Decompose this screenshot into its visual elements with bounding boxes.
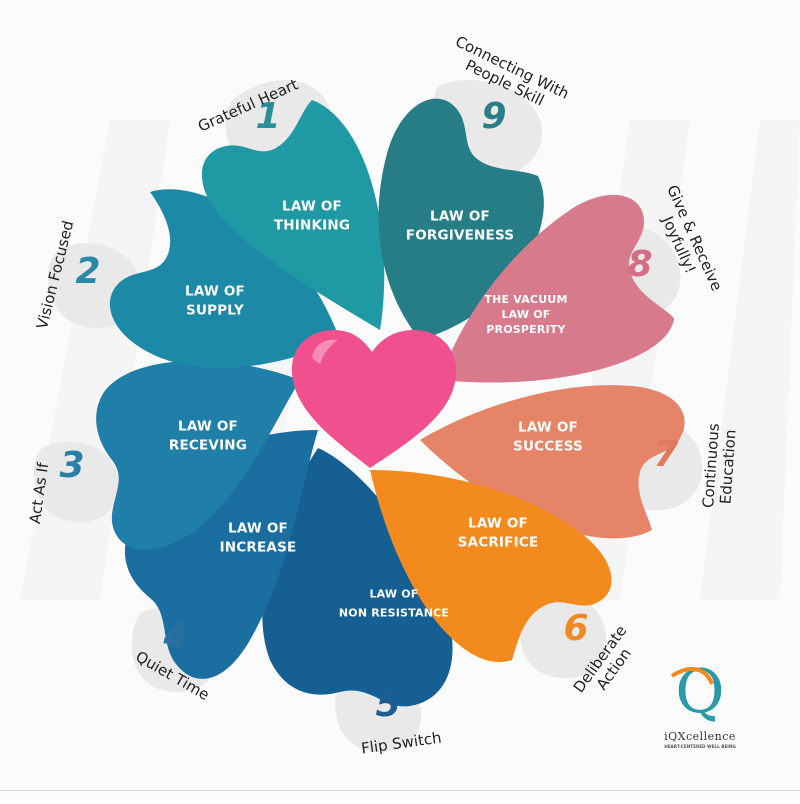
law-line: FORGIVENESS (406, 228, 514, 244)
law-text-3: LAW OF RECEVING (169, 419, 247, 454)
petal-law-non-resistance (262, 448, 453, 707)
law-line: PROSPERITY (486, 323, 566, 336)
iqxcellence-logo: Q iQXcellence HEART-CENTERED WELL BEING (664, 657, 736, 749)
law-line: SACRIFICE (458, 535, 539, 551)
law-texts: LAW OF THINKING LAW OF SUPPLY LAW OF RECEVING… (169, 199, 583, 620)
bottom-divider (0, 790, 800, 791)
logo-swoosh-icon (670, 667, 714, 685)
logo-q-icon: Q (675, 657, 724, 727)
law-text-1: LAW OF THINKING (274, 199, 350, 234)
petal-law-prosperity (440, 194, 674, 383)
habit-label-line: Education (716, 429, 739, 505)
law-line: LAW OF (178, 419, 238, 435)
law-line: INCREASE (220, 540, 297, 556)
bubble-6 (520, 588, 607, 679)
number-6: 6 (563, 608, 588, 649)
law-text-2: LAW OF SUPPLY (185, 284, 245, 319)
habit-label-7: ContinuousEducation (699, 423, 740, 510)
number-5: 5 (375, 684, 400, 725)
law-text-7: LAW OF SUCCESS (513, 420, 583, 455)
law-line: THINKING (274, 218, 350, 234)
law-line: LAW OF (430, 209, 490, 225)
number-8: 8 (627, 244, 652, 285)
logo-name: iQXcellence (664, 730, 736, 743)
law-line: RECEVING (169, 438, 247, 454)
petal-law-sacrifice (370, 470, 612, 663)
law-line: LAW OF (185, 284, 245, 300)
number-4: 4 (162, 616, 188, 657)
logo-tagline: HEART-CENTERED WELL BEING (664, 744, 736, 749)
numbers: 1 2 3 4 5 6 7 8 9 (59, 96, 678, 725)
number-7: 7 (653, 434, 678, 475)
bubble-3 (33, 441, 119, 523)
law-line: LAW OF (501, 308, 550, 321)
law-petals (96, 98, 685, 707)
petal-law-success (420, 385, 685, 539)
law-line: SUPPLY (186, 303, 244, 319)
petal-law-thinking (201, 100, 385, 330)
petal-law-supply (109, 189, 340, 368)
law-line: NON RESISTANCE (339, 607, 449, 620)
law-line: LAW OF (369, 588, 418, 601)
petal-law-receving (96, 360, 300, 550)
law-line: LAW OF (518, 420, 578, 436)
number-2: 2 (75, 251, 100, 292)
heart-center (292, 330, 456, 468)
heart-highlight (312, 339, 338, 364)
law-line: THE VACUUM (484, 293, 567, 306)
law-text-9: LAW OF FORGIVENESS (406, 209, 514, 244)
number-1: 1 (255, 96, 280, 137)
number-3: 3 (59, 445, 84, 486)
law-text-6: LAW OF SACRIFICE (458, 516, 539, 551)
law-line: LAW OF (282, 199, 342, 215)
law-text-4: LAW OF INCREASE (220, 521, 297, 556)
habit-label-line: Continuous (699, 423, 723, 509)
law-line: LAW OF (468, 516, 528, 532)
law-line: SUCCESS (513, 439, 583, 455)
law-text-5: LAW OF NON RESISTANCE (339, 588, 449, 620)
law-text-8: THE VACUUM LAW OF PROSPERITY (484, 293, 567, 336)
number-9: 9 (481, 96, 506, 137)
law-line: LAW OF (228, 521, 288, 537)
